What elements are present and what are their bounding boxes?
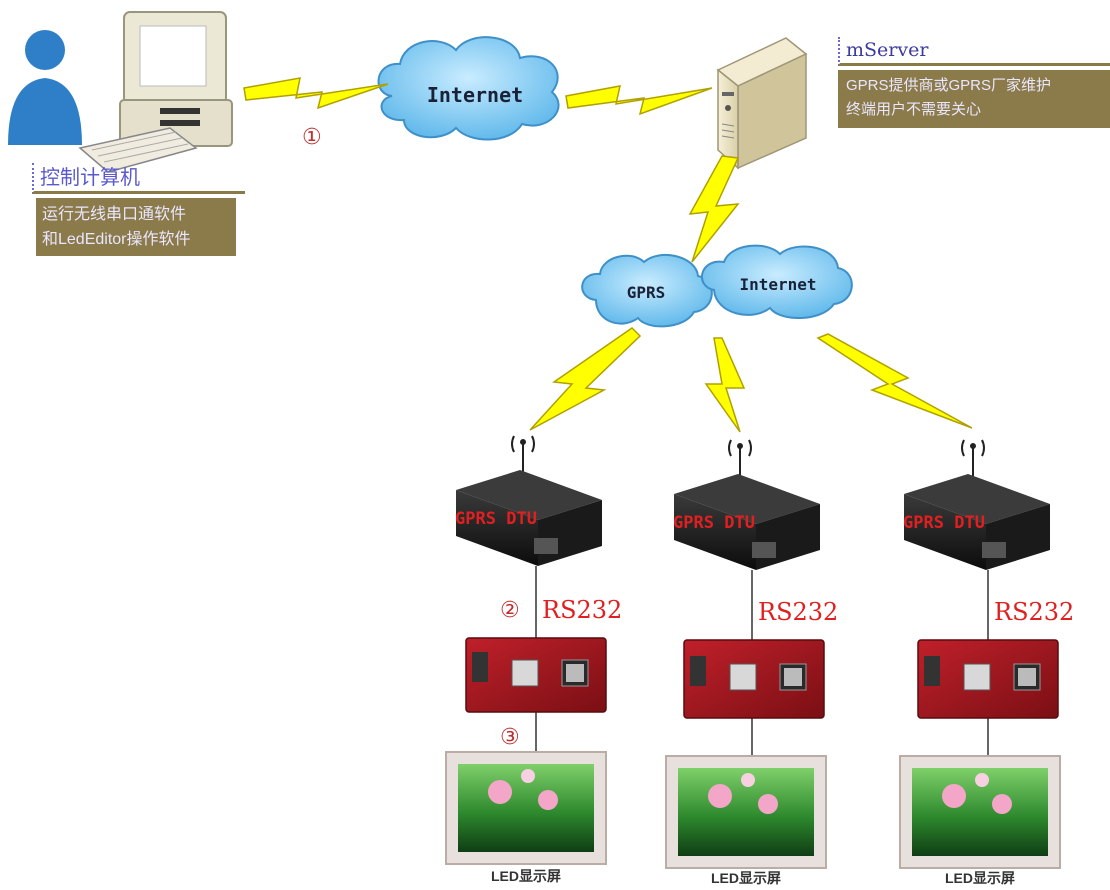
lightning-dtu-1 [529, 327, 642, 431]
led-caption-2: LED显示屏 [711, 870, 781, 886]
server-desc-line2: 终端用户不需要关心 [846, 101, 982, 118]
lightning-dtu-2 [704, 337, 746, 433]
lightning-pc-internet [243, 77, 389, 110]
lightning-server-cloud [688, 155, 740, 263]
gprs-cloud: GPRS [581, 253, 713, 328]
dtu-label-3: GPRS DTU [903, 513, 985, 533]
gprs-dtu-device-1: GPRS DTU [455, 470, 602, 566]
led-display-3 [899, 755, 1061, 869]
controller-board-2 [683, 639, 825, 719]
marker-one: ① [302, 125, 322, 150]
led-display-2 [665, 755, 827, 869]
dtu-label-2: GPRS DTU [673, 513, 755, 533]
gprs-dtu-device-3: GPRS DTU [903, 474, 1050, 570]
control-computer-desc-line1: 运行无线串口通软件 [42, 206, 187, 223]
rs232-label-3: RS232 [994, 598, 1074, 626]
gprs-dtu-device-2: GPRS DTU [673, 474, 820, 570]
server-description: GPRS提供商或GPRS厂家维护 终端用户不需要关心 [838, 70, 1110, 128]
marker-three: ③ [500, 725, 520, 750]
led-caption-3: LED显示屏 [945, 870, 1015, 886]
control-computer-description: 运行无线串口通软件 和LedEditor操作软件 [36, 198, 236, 256]
computer-icon [78, 11, 233, 173]
internet-label-top: Internet [427, 83, 523, 107]
antenna-icon-3 [961, 439, 985, 482]
rs232-label-1: RS232 [542, 596, 622, 624]
server-icon [716, 37, 808, 170]
internet-cloud-mid: Internet [701, 244, 853, 320]
led-caption-1: LED显示屏 [491, 868, 561, 884]
lightning-internet-server [565, 85, 713, 116]
controller-board-1 [465, 637, 607, 713]
dtu-label-1: GPRS DTU [455, 509, 537, 529]
led-display-1 [445, 751, 607, 865]
internet-label-mid: Internet [739, 275, 816, 294]
rs232-label-2: RS232 [758, 598, 838, 626]
controller-board-3 [917, 639, 1059, 719]
server-title: mServer [838, 37, 1110, 66]
internet-cloud-top: Internet [377, 36, 560, 141]
control-computer-desc-line2: 和LedEditor操作软件 [42, 231, 191, 248]
user-icon [8, 30, 82, 145]
gprs-label: GPRS [627, 283, 666, 302]
lightning-dtu-3 [816, 333, 973, 429]
server-desc-line1: GPRS提供商或GPRS厂家维护 [846, 77, 1052, 94]
marker-two: ② [500, 598, 520, 623]
control-computer-title: 控制计算机 [32, 163, 245, 194]
